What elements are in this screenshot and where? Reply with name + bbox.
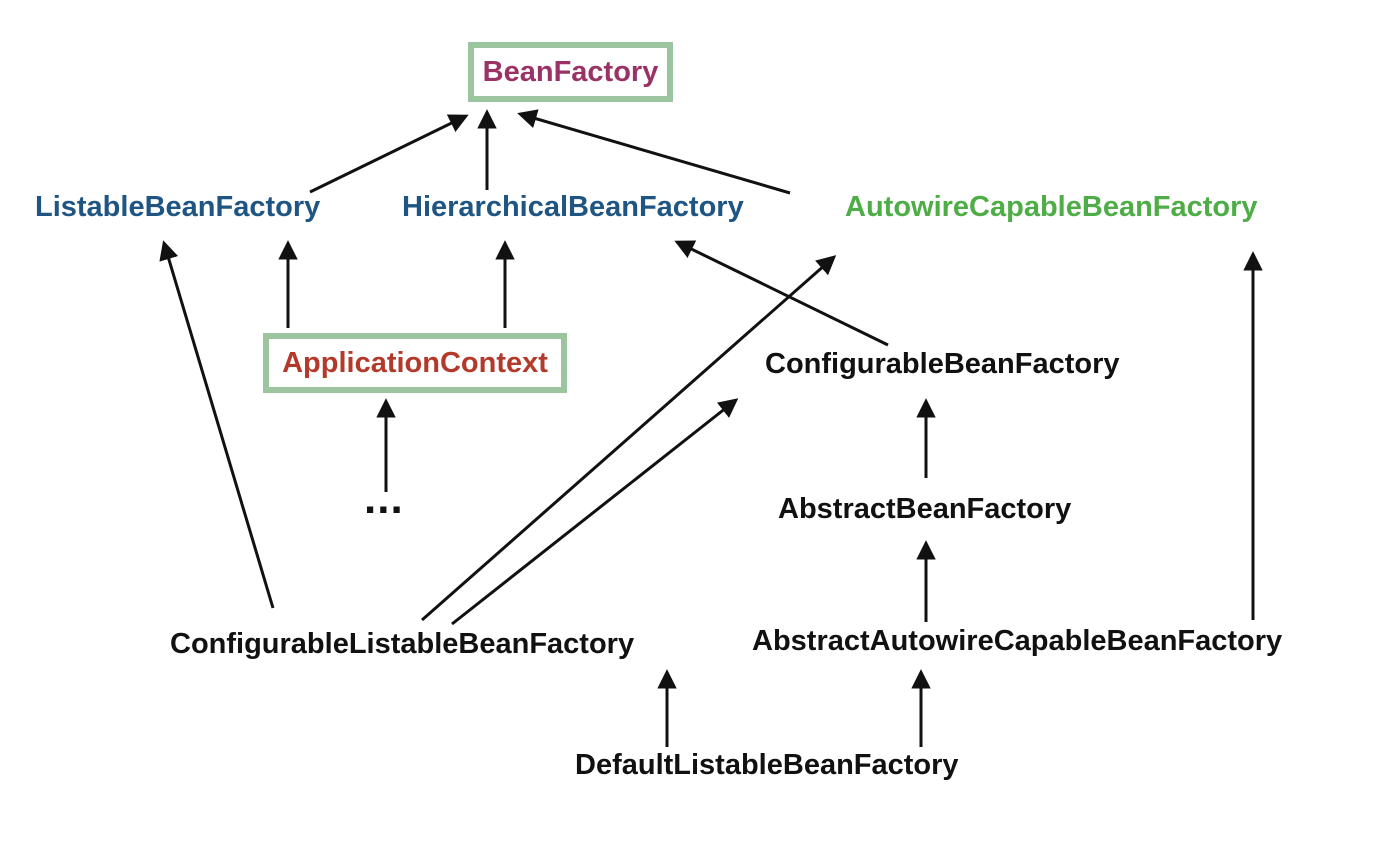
edge-configurablelistable-to-configurable bbox=[451, 398, 739, 626]
node-configurable-bean-factory: ConfigurableBeanFactory bbox=[765, 348, 1120, 380]
edge-autowirecapable-to-beanfactory bbox=[517, 109, 791, 195]
node-hierarchical-bean-factory: HierarchicalBeanFactory bbox=[402, 191, 744, 223]
edge-listable-to-beanfactory bbox=[309, 114, 469, 194]
edge-configurablelistable-to-autowirecapable bbox=[421, 255, 837, 622]
node-abstract-autowire-capable-bean-factory: AbstractAutowireCapableBeanFactory bbox=[752, 625, 1283, 657]
node-configurable-listable-bean-factory: ConfigurableListableBeanFactory bbox=[170, 628, 635, 660]
node-application-context: ApplicationContext bbox=[263, 333, 567, 393]
node-abstract-bean-factory: AbstractBeanFactory bbox=[778, 493, 1072, 525]
node-bean-factory: BeanFactory bbox=[468, 42, 673, 102]
node-listable-bean-factory: ListableBeanFactory bbox=[35, 191, 321, 223]
node-ellipsis: ... bbox=[364, 474, 404, 523]
node-default-listable-bean-factory: DefaultListableBeanFactory bbox=[575, 749, 959, 781]
edge-configurable-to-hierarchical bbox=[674, 240, 889, 347]
edge-configurablelistable-to-listable bbox=[159, 240, 275, 609]
node-autowire-capable-bean-factory: AutowireCapableBeanFactory bbox=[845, 191, 1258, 223]
